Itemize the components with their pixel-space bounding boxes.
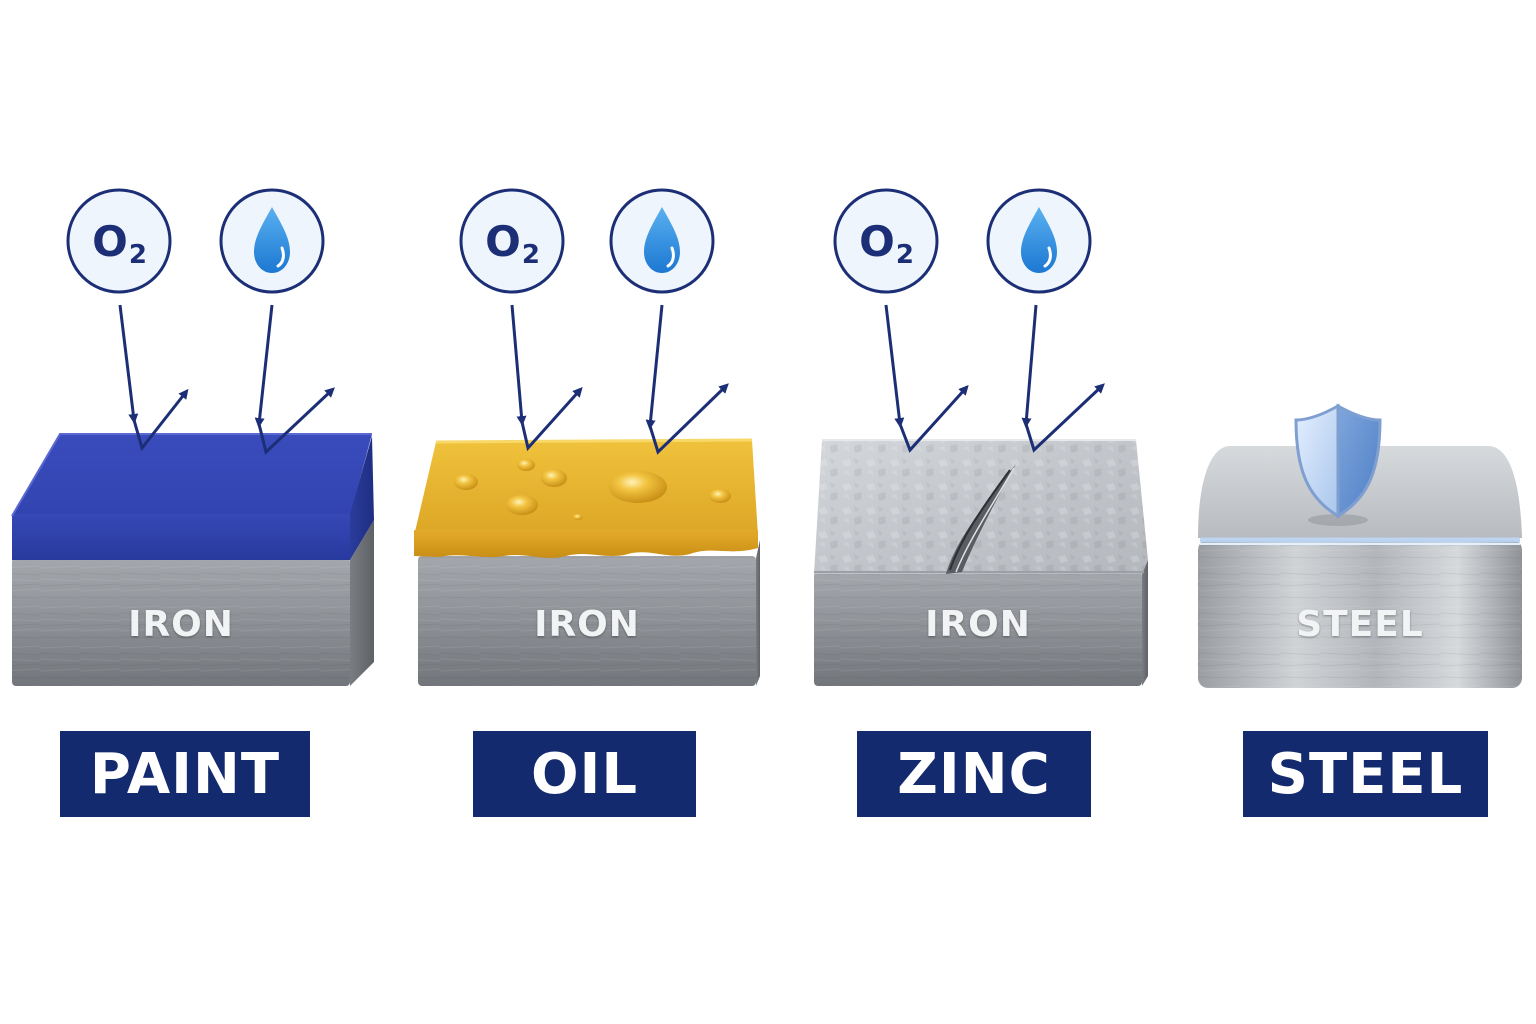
caption-paint-text: PAINT <box>89 741 281 807</box>
panel-paint <box>11 188 374 686</box>
panel-oil <box>414 188 760 686</box>
reaction-arrows <box>510 304 729 455</box>
steel-block <box>1198 446 1522 688</box>
oxygen-icon <box>459 188 565 294</box>
oxygen-icon <box>833 188 939 294</box>
water-drop-icon <box>986 188 1092 294</box>
iron-block <box>418 540 760 686</box>
caption-zinc: ZINC <box>857 731 1091 817</box>
metal-label-steel: STEEL <box>1296 604 1424 645</box>
caption-paint: PAINT <box>60 731 310 817</box>
panel-zinc <box>814 188 1148 686</box>
panel-steel <box>1198 403 1522 688</box>
reaction-arrows <box>118 304 335 455</box>
iron-block <box>814 560 1148 686</box>
metal-label-paint: IRON <box>128 604 234 645</box>
metal-label-oil: IRON <box>534 604 640 645</box>
oil-layer <box>414 438 758 558</box>
caption-zinc-text: ZINC <box>897 741 1051 807</box>
zinc-layer <box>814 439 1148 574</box>
metal-label-zinc: IRON <box>925 604 1031 645</box>
caption-oil-text: OIL <box>530 741 639 807</box>
reaction-arrows <box>884 304 1105 453</box>
oxygen-icon <box>66 188 172 294</box>
caption-oil: OIL <box>473 731 696 817</box>
caption-steel: STEEL <box>1243 731 1488 817</box>
paint-layer <box>11 433 374 560</box>
water-drop-icon <box>609 188 715 294</box>
iron-block <box>12 520 374 686</box>
scratch-mark <box>946 464 1016 574</box>
caption-steel-text: STEEL <box>1267 741 1464 807</box>
water-drop-icon <box>219 188 325 294</box>
shield-icon <box>1294 403 1382 526</box>
